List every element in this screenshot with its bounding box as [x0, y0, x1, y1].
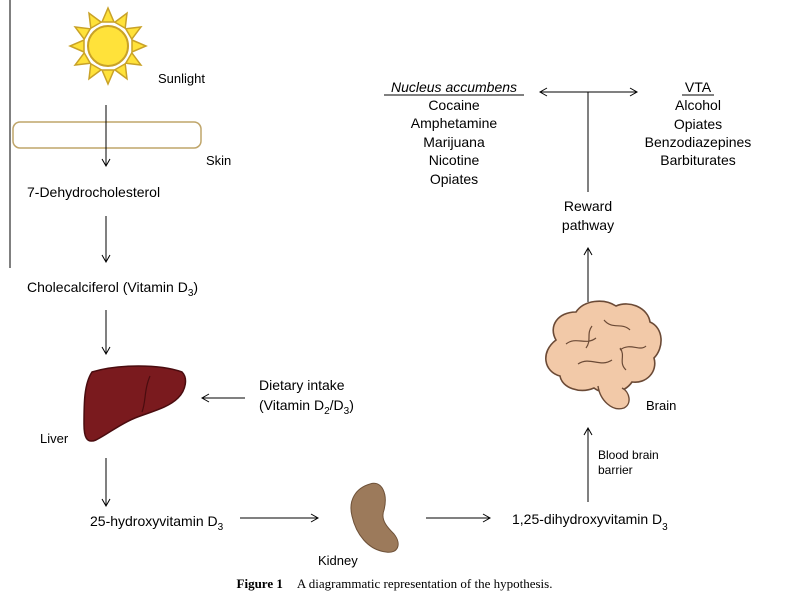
- dehydrocholesterol-label: 7-Dehydrocholesterol: [27, 184, 160, 200]
- sun-ray-icon: [124, 51, 143, 66]
- sun-ray-icon: [88, 11, 103, 30]
- reward-pathway-label-2: pathway: [562, 217, 614, 233]
- brain-icon: [545, 300, 662, 410]
- cholecalciferol-label: Cholecalciferol (Vitamin D3): [27, 279, 198, 299]
- nucleus-item: Opiates: [430, 171, 478, 187]
- nucleus-item: Nicotine: [429, 152, 480, 168]
- dietary-intake-label: Dietary intake: [259, 377, 345, 393]
- liver-icon: [83, 365, 187, 442]
- figure-caption-text: A diagrammatic representation of the hyp…: [296, 576, 553, 591]
- brain-label: Brain: [646, 398, 676, 413]
- sun-ray-icon: [124, 26, 143, 41]
- blood-brain-barrier-label: Blood brain: [598, 448, 659, 462]
- sun-ray-icon: [113, 11, 128, 30]
- kidney-label: Kidney: [318, 553, 358, 568]
- kidney-icon: [350, 482, 399, 553]
- vta-title: VTA: [685, 79, 712, 95]
- sun-ray-icon: [88, 62, 103, 81]
- dihydroxyvitamin-label: 1,25-dihydroxyvitamin D3: [512, 511, 668, 533]
- liver-label: Liver: [40, 431, 69, 446]
- sun-ray-icon: [100, 69, 116, 86]
- vta-list: VTA Alcohol Opiates Benzodiazepines Barb…: [645, 79, 752, 168]
- vta-item: Benzodiazepines: [645, 134, 752, 150]
- sun-ray-icon: [68, 38, 85, 54]
- liver-lobe-line-icon: [141, 375, 151, 413]
- nucleus-accumbens-list: Nucleus accumbens Cocaine Amphetamine Ma…: [384, 79, 524, 187]
- nucleus-item: Amphetamine: [411, 115, 498, 131]
- nucleus-item: Marijuana: [423, 134, 485, 150]
- nucleus-accumbens-title: Nucleus accumbens: [391, 79, 517, 95]
- sun-icon: [68, 6, 148, 86]
- vta-item: Barbiturates: [660, 152, 735, 168]
- skin-label: Skin: [206, 153, 231, 168]
- diagram-canvas: Sunlight Skin 7-Dehydrocholesterol Chole…: [9, 0, 752, 568]
- reward-pathway-label: Reward: [564, 198, 612, 214]
- dietary-intake-vitamins-label: (Vitamin D2/D3): [259, 397, 354, 417]
- sun-ray-icon: [100, 6, 116, 23]
- figure-caption-label: Figure 1: [236, 576, 283, 591]
- sunlight-label: Sunlight: [158, 71, 205, 86]
- vta-item: Alcohol: [675, 97, 721, 113]
- skin-layer-icon: [12, 121, 202, 149]
- hydroxyvitamin-label: 25-hydroxyvitamin D3: [90, 513, 224, 533]
- sun-ray-icon: [113, 62, 128, 81]
- figure-caption: Figure 1 A diagrammatic representation of…: [0, 576, 789, 592]
- nucleus-item: Cocaine: [428, 97, 480, 113]
- blood-brain-barrier-label-2: barrier: [598, 463, 633, 477]
- sun-ray-icon: [131, 38, 148, 54]
- vta-item: Opiates: [674, 116, 722, 132]
- sun-ray-icon: [73, 51, 92, 66]
- sun-ray-icon: [73, 26, 92, 41]
